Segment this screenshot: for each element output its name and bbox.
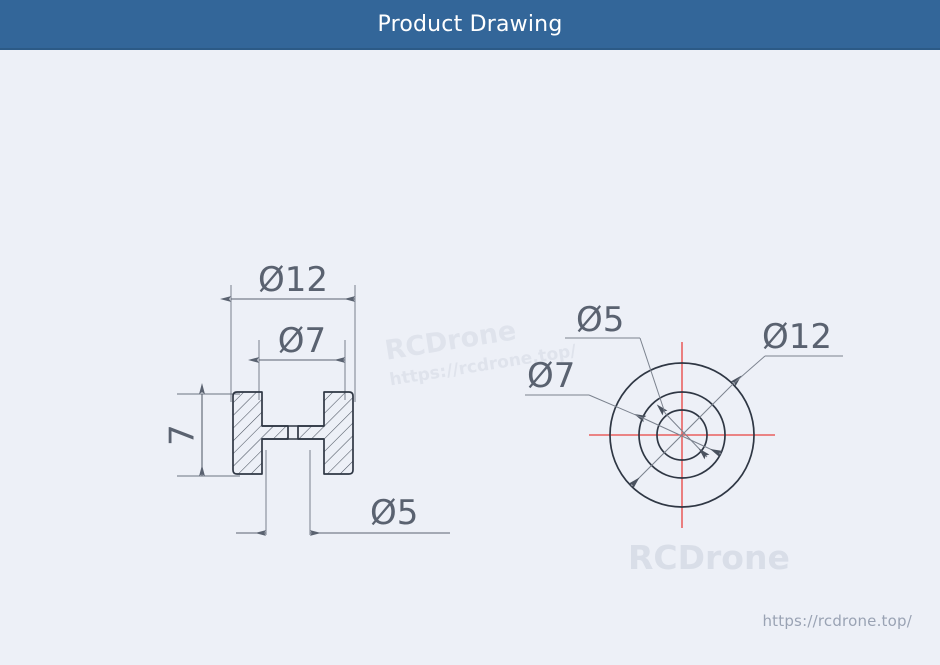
drawing-canvas: Ø12 Ø7 7 Ø5 [0,50,940,665]
dimension-label-bore-diameter-section: Ø5 [370,493,418,533]
dimension-bore-diameter-front: Ø5 [565,300,710,460]
section-extension-lines [177,285,356,535]
dimension-label-bore-diameter-front: Ø5 [576,300,624,340]
front-view-outer-circle [609,362,755,508]
dimension-counterbore-diameter-section: Ø7 [248,321,345,363]
page-title: Product Drawing [377,11,563,37]
dimension-counterbore-diameter-front: Ø7 [525,356,723,458]
dimension-label-counterbore-diameter-section: Ø7 [278,321,326,361]
dimension-label-counterbore-diameter-front: Ø7 [527,356,575,396]
section-internal-edges [262,425,324,440]
dimension-label-height-section: 7 [163,424,203,446]
section-body-hatch [232,391,354,475]
header-bar: Product Drawing [0,0,940,50]
dimension-label-outer-diameter-front: Ø12 [762,317,832,357]
technical-drawing-svg: Ø12 Ø7 7 Ø5 [163,260,843,536]
dimension-height-section: 7 [163,383,205,476]
dimension-outer-diameter-section: Ø12 [220,260,355,302]
front-view: Ø12 Ø5 Ø7 [525,300,843,528]
footer-url: https://rcdrone.top/ [762,612,912,630]
dimension-outer-diameter-front: Ø12 [628,317,843,489]
dimension-bore-diameter-section: Ø5 [236,493,450,536]
dimension-label-outer-diameter-section: Ø12 [258,260,328,300]
section-view: Ø12 Ø7 7 Ø5 [163,260,450,536]
